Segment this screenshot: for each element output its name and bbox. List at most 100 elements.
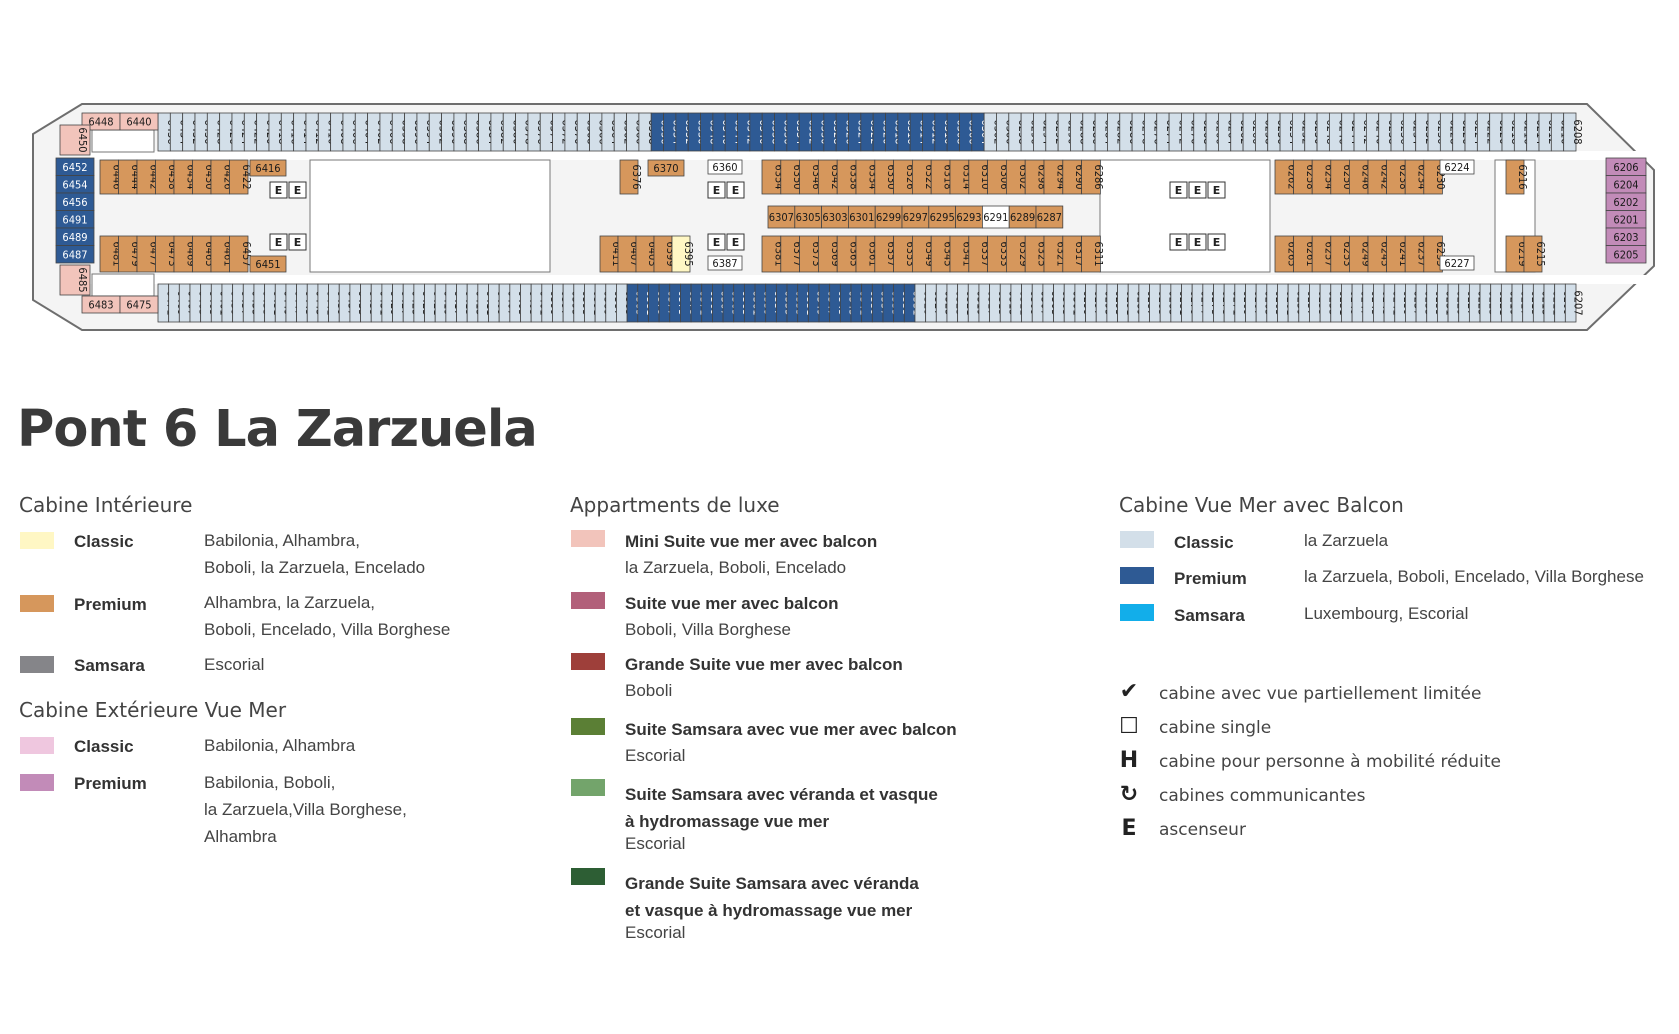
cabin-number: 6295: [930, 211, 955, 224]
cabin-6286[interactable]: [1081, 159, 1101, 195]
elevator[interactable]: [707, 233, 726, 251]
elevator[interactable]: [726, 181, 745, 199]
legend-luxe-suite-samsara-label: Suite Samsara avec vue mer avec balcon: [625, 720, 957, 739]
elevator[interactable]: [288, 181, 307, 199]
cabin-number: 6224: [1444, 161, 1469, 174]
elevator[interactable]: [707, 181, 726, 199]
square-icon: ☐: [1119, 714, 1139, 739]
cabin-6387[interactable]: [707, 255, 743, 271]
cabin-6440[interactable]: [119, 112, 159, 131]
h-icon: H: [1119, 748, 1139, 773]
cabin-number: 6287: [1037, 211, 1062, 224]
cabin-number: 6395: [682, 241, 695, 266]
cabin-number: 6456: [62, 196, 87, 209]
elevator-label: E: [1213, 236, 1221, 249]
cabin-6208[interactable]: [1563, 112, 1577, 152]
elevator-label: E: [294, 236, 302, 249]
checkmark-icon: ✔: [1119, 679, 1139, 704]
cabin-number: 6483: [88, 299, 113, 312]
cabin-6311[interactable]: [1081, 235, 1101, 273]
cabin-number: 6307: [769, 211, 794, 224]
cabin-number: 6201: [1613, 213, 1638, 226]
elevator[interactable]: [1207, 233, 1226, 251]
cabin-6487[interactable]: [55, 245, 95, 264]
swatch-interior-classic: [20, 532, 54, 549]
elevator-label: E: [294, 184, 302, 197]
left-end-lounge-2: [91, 273, 155, 297]
corridor-bottom: [90, 275, 1655, 284]
legend-interior-premium-label: Premium: [74, 595, 147, 614]
legend-exterior-premium-ships: Babilonia, Boboli,la Zarzuela,Villa Borg…: [204, 773, 407, 846]
legend-luxe-mini-suite-label: Mini Suite vue mer avec balcon: [625, 532, 878, 551]
elevator[interactable]: [1188, 233, 1207, 251]
cabin-6376[interactable]: [619, 159, 639, 195]
cabin-number: 6286: [1092, 164, 1105, 189]
legend-interior-title: Cabine Intérieure: [19, 493, 193, 517]
legend-balcony-classic-label: Classic: [1174, 533, 1234, 552]
legend-exterior-title: Cabine Extérieure Vue Mer: [19, 698, 287, 722]
cabin-6422[interactable]: [229, 159, 249, 195]
cabin-number: 6454: [62, 178, 87, 191]
elevator-label: E: [275, 236, 283, 249]
elevator-label: E: [713, 184, 721, 197]
cabin-6485[interactable]: [59, 264, 91, 296]
cabin-6215[interactable]: [1523, 235, 1543, 273]
swatch-exterior-classic: [20, 737, 54, 754]
cabin-6370[interactable]: [647, 159, 685, 177]
cabin-number: 6491: [62, 213, 87, 226]
legend-balcony-classic-ships: la Zarzuela: [1304, 531, 1389, 550]
swatch-interior-samsara: [20, 656, 54, 673]
swatch-luxe-suite-samsara: [571, 718, 605, 735]
legend-luxe-suite-label: Suite vue mer avec balcon: [625, 594, 839, 613]
cabin-6451[interactable]: [249, 255, 287, 273]
cabin-number: 6370: [653, 162, 678, 175]
elevator[interactable]: [1207, 181, 1226, 199]
cabin-6224[interactable]: [1439, 159, 1475, 175]
cabin-6216[interactable]: [1505, 159, 1525, 195]
cabin-6450[interactable]: [59, 124, 91, 156]
cabin-number: 6202: [1613, 196, 1638, 209]
cabin-6360[interactable]: [707, 159, 743, 175]
legend-interior-classic-label: Classic: [74, 532, 134, 551]
cabin-number: 6297: [903, 211, 928, 224]
elevator[interactable]: [1188, 181, 1207, 199]
elevator-label: E: [1213, 184, 1221, 197]
swatch-balcony-classic: [1120, 531, 1154, 548]
cabin-6230[interactable]: [1423, 159, 1443, 195]
swatch-luxe-suite: [571, 592, 605, 609]
cabin-6416[interactable]: [249, 159, 287, 177]
cabin-number: 6208: [1571, 119, 1584, 144]
cabin-number: 6416: [255, 162, 280, 175]
cabin-number: 6475: [126, 299, 151, 312]
legend-luxe-title: Appartments de luxe: [570, 493, 780, 517]
cabin-6227[interactable]: [1439, 255, 1475, 271]
elevator-label: E: [1194, 236, 1202, 249]
elevator[interactable]: [269, 181, 288, 199]
cabin-6233[interactable]: [1423, 235, 1443, 273]
elevator[interactable]: [1169, 181, 1188, 199]
cabin-6457[interactable]: [229, 235, 249, 273]
cabin-6205[interactable]: [1605, 245, 1647, 264]
cabin-number: 6311: [1092, 241, 1105, 266]
elevator[interactable]: [726, 233, 745, 251]
cabin-6475[interactable]: [119, 295, 159, 314]
symbol-connecting-text: cabines communicantes: [1159, 786, 1366, 806]
cabin-number: 6489: [62, 231, 87, 244]
e-icon: E: [1121, 816, 1137, 841]
symbol-elevator-text: ascenseur: [1159, 820, 1246, 840]
legend-luxe-grande-samsara-ships: Escorial: [625, 923, 686, 942]
elevator[interactable]: [269, 233, 288, 251]
cabin-number: 6387: [712, 257, 737, 270]
legend-luxe-suite-samsara-ships: Escorial: [625, 746, 686, 765]
cabin-group: 6436643464326430642864266424642264206418…: [55, 112, 1647, 323]
cabin-6395[interactable]: [671, 235, 691, 273]
legend-balcony-samsara-label: Samsara: [1174, 606, 1245, 625]
elevator[interactable]: [288, 233, 307, 251]
legend-exterior-classic-label: Classic: [74, 737, 134, 756]
cabin-6287[interactable]: [1035, 205, 1064, 229]
elevator-label: E: [275, 184, 283, 197]
cabin-6207[interactable]: [1564, 283, 1577, 323]
elevator[interactable]: [1169, 233, 1188, 251]
cabin-number: 6452: [62, 161, 87, 174]
